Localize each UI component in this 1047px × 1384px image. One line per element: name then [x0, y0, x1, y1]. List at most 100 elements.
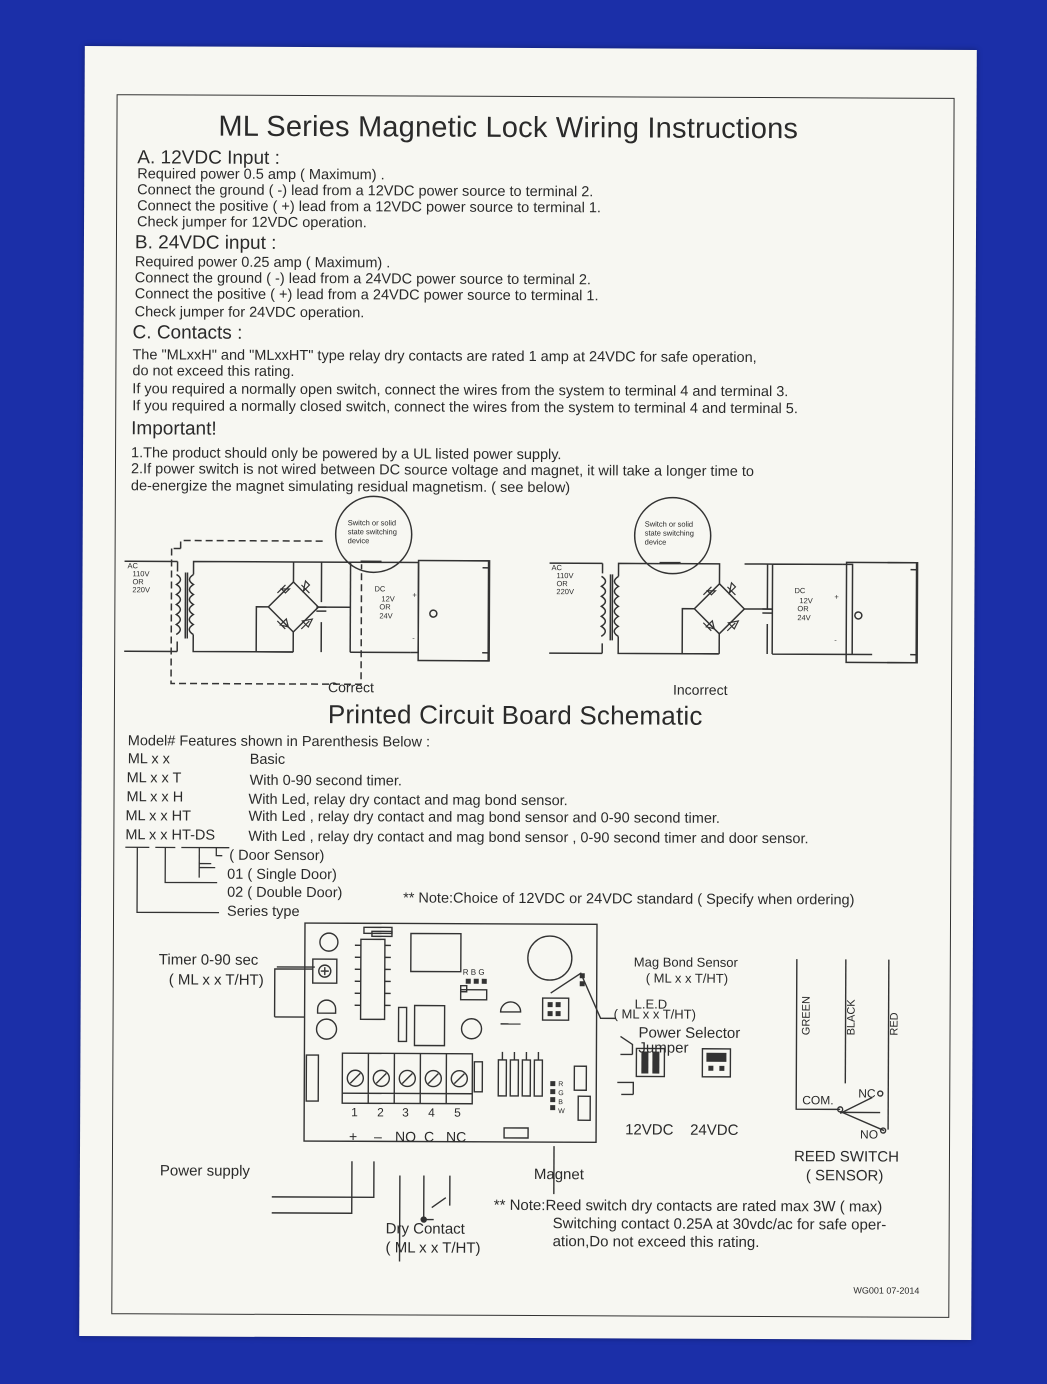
section-b-line: Connect the ground ( -) lead from a 24VD…: [134, 270, 592, 289]
dry-contact-label: Dry Contact: [385, 1220, 465, 1238]
tree-door-sensor: ( Door Sensor): [229, 847, 325, 865]
model-intro: Model# Features shown in Parenthesis Bel…: [127, 733, 431, 751]
svg-text:B: B: [558, 1099, 563, 1106]
svg-text:AC: AC: [552, 563, 563, 572]
magnet-label: Magnet: [533, 1166, 584, 1184]
model-desc: With Led, relay dry contact and mag bond…: [248, 791, 568, 810]
model-code: ML x x: [127, 751, 170, 768]
power-selector-jumper: Jumper: [638, 1039, 689, 1057]
svg-text:device: device: [348, 536, 370, 545]
svg-text:DC: DC: [794, 586, 805, 595]
svg-text:state switching: state switching: [348, 527, 397, 536]
section-c-line: do not exceed this rating.: [132, 363, 295, 380]
terminal-block: [341, 1052, 474, 1105]
svg-text:+: +: [412, 590, 417, 599]
reed-com: COM.: [802, 1093, 833, 1107]
incorrect-circuit-labels: AC 110V OR 220V Switch or solid state sw…: [552, 520, 840, 645]
jumper-24vdc-label: 24VDC: [690, 1122, 739, 1139]
important-line: 2.If power switch is not wired between D…: [130, 461, 755, 480]
incorrect-circuit: [549, 496, 919, 664]
model-desc: Basic: [249, 751, 286, 768]
svg-text:12V: 12V: [381, 594, 394, 603]
timer-model: ( ML x x T/HT): [168, 971, 264, 989]
section-b-line: Connect the positive ( +) lead from a 24…: [134, 286, 599, 305]
model-code: ML x x T: [126, 770, 182, 787]
svg-text:OR: OR: [797, 604, 809, 613]
svg-text:12V: 12V: [799, 596, 812, 605]
dry-contact-model: ( ML x x T/HT): [385, 1239, 481, 1257]
svg-text:110V: 110V: [132, 569, 149, 578]
section-b-heading: B. 24VDC input :: [134, 232, 277, 254]
svg-text:Switch or solid: Switch or solid: [645, 520, 693, 529]
svg-text:Switch or solid: Switch or solid: [348, 518, 396, 527]
wire-black: BLACK: [846, 999, 858, 1036]
note-voltage: ** Note:Choice of 12VDC or 24VDC standar…: [403, 890, 855, 909]
reed-title: REED SWITCH: [794, 1148, 899, 1165]
led-model: ( ML x x T/HT): [613, 1006, 696, 1022]
important-line: de-energize the magnet simulating residu…: [130, 478, 571, 497]
section-c-line: If you required a normally open switch, …: [132, 381, 789, 401]
incorrect-label: Incorrect: [673, 682, 728, 698]
rbg-label: R B G: [463, 968, 485, 977]
mag-bond-model: ( ML x x T/HT): [645, 970, 729, 986]
jumper-12vdc-label: 12VDC: [625, 1121, 674, 1138]
timer-label: Timer 0-90 sec: [158, 951, 259, 969]
terminal-number: 2: [377, 1105, 384, 1119]
section-a-line: Check jumper for 12VDC operation.: [137, 214, 367, 232]
terminal-label: NO: [395, 1128, 416, 1144]
tree-double-door: 02 ( Double Door): [227, 884, 343, 902]
terminal-label: NC: [446, 1129, 466, 1145]
model-code-tree: [125, 846, 230, 914]
model-desc: With Led , relay dry contact and mag bon…: [248, 828, 809, 848]
section-b-line: Check jumper for 24VDC operation.: [134, 304, 365, 322]
wire-red: RED: [889, 1012, 901, 1035]
model-desc: With 0-90 second timer.: [249, 772, 402, 790]
wiring-diagrams: AC 110V OR 220V Switch or solid state sw…: [124, 495, 919, 698]
svg-text:24V: 24V: [379, 611, 392, 620]
section-b-line: Required power 0.25 amp ( Maximum) .: [134, 254, 391, 272]
incorrect-bridge-diodes: [702, 581, 740, 632]
terminal-label: –: [374, 1128, 382, 1144]
svg-text:-: -: [412, 633, 415, 642]
reed-switch-diagram: [795, 959, 890, 1134]
svg-text:220V: 220V: [132, 585, 150, 594]
correct-circuit-labels: AC 110V OR 220V Switch or solid state sw…: [128, 518, 418, 642]
reed-subtitle: ( SENSOR): [806, 1167, 884, 1184]
power-supply-label: Power supply: [159, 1162, 250, 1180]
svg-text:state switching: state switching: [645, 529, 694, 538]
svg-text:24V: 24V: [797, 613, 810, 622]
svg-text:+: +: [834, 592, 839, 601]
svg-text:DC: DC: [374, 584, 385, 593]
important-line: 1.The product should only be powered by …: [131, 445, 562, 464]
terminal-label: +: [349, 1128, 357, 1144]
correct-circuit: [124, 495, 491, 686]
model-desc: With Led , relay dry contact and mag bon…: [248, 808, 721, 827]
reed-no: NO: [860, 1127, 878, 1141]
note-reed-line: ation,Do not exceed this rating.: [552, 1233, 760, 1252]
pcb-title: Printed Circuit Board Schematic: [327, 699, 703, 731]
reed-nc: NC: [858, 1086, 876, 1100]
model-code: ML x x HT: [125, 808, 192, 825]
svg-text:device: device: [645, 538, 667, 547]
section-a-line: Connect the ground ( -) lead from a 12VD…: [137, 182, 594, 201]
svg-text:R: R: [558, 1081, 563, 1088]
svg-text:W: W: [558, 1108, 565, 1115]
page-title: ML Series Magnetic Lock Wiring Instructi…: [218, 110, 799, 146]
pcb-outline: [303, 922, 598, 1144]
svg-text:AC: AC: [128, 561, 139, 570]
terminal-number: 5: [454, 1106, 461, 1120]
pcb-board-diagram: R B G 1 2 3 4 5 + – NO C NC R G B W: [271, 922, 901, 1262]
svg-text:G: G: [558, 1090, 563, 1097]
note-reed-line: ** Note:Reed switch dry contacts are rat…: [493, 1196, 883, 1216]
terminal-number: 1: [351, 1105, 358, 1119]
svg-text:OR: OR: [132, 577, 144, 586]
model-code: ML x x H: [126, 789, 184, 806]
svg-text:110V: 110V: [556, 571, 573, 580]
svg-text:-: -: [834, 635, 837, 644]
instruction-sheet: ML Series Magnetic Lock Wiring Instructi…: [79, 46, 977, 1340]
mag-bond-label: Mag Bond Sensor: [633, 954, 738, 970]
section-a-line: Required power 0.5 amp ( Maximum) .: [137, 166, 385, 184]
correct-label: Correct: [328, 679, 374, 695]
important-heading: Important!: [131, 418, 217, 440]
terminal-label: C: [424, 1129, 434, 1145]
